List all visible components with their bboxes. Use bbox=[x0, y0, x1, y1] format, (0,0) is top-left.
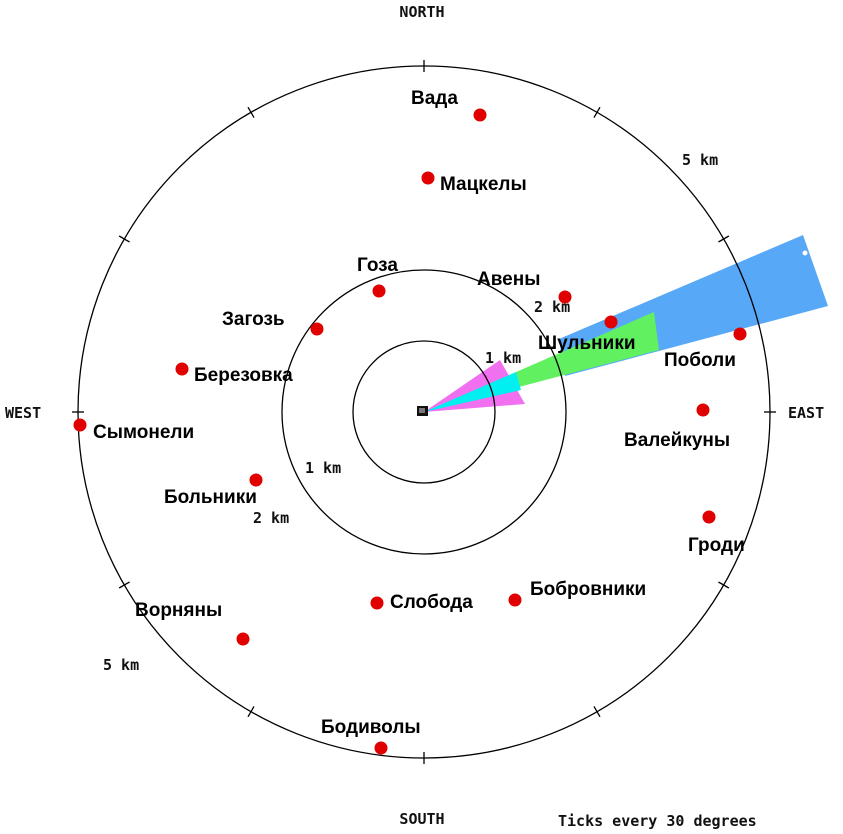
place-shulniki: Шульники bbox=[538, 315, 636, 354]
place-label: Поболи bbox=[664, 350, 736, 371]
tick-mark bbox=[718, 235, 730, 243]
place-goza: Гоза bbox=[357, 255, 398, 298]
tick-mark bbox=[247, 106, 255, 118]
place-marker bbox=[702, 510, 716, 524]
place-label: Вада bbox=[411, 88, 458, 109]
place-marker bbox=[249, 473, 263, 487]
place-marker bbox=[73, 418, 87, 432]
ring-label-2km-ne: 2 km bbox=[534, 298, 570, 316]
wedge-near-cyan bbox=[424, 372, 521, 412]
place-marker bbox=[370, 596, 384, 610]
place-label: Валейкуны bbox=[624, 430, 730, 451]
place-marker bbox=[374, 741, 388, 755]
place-symoneli: Сымонели bbox=[73, 418, 194, 443]
tick-mark bbox=[118, 581, 130, 589]
tick-spacing-note: Ticks every 30 degrees bbox=[558, 812, 757, 830]
place-label: Авены bbox=[477, 269, 540, 290]
place-sloboda: Слобода bbox=[370, 592, 473, 613]
place-marker bbox=[236, 632, 250, 646]
place-label: Березовка bbox=[194, 365, 293, 386]
place-zagoz: Загозь bbox=[222, 309, 324, 336]
place-label: Бодиволы bbox=[321, 717, 421, 738]
place-aveny: Авены bbox=[477, 269, 572, 304]
place-label: Загозь bbox=[222, 309, 285, 330]
place-marker bbox=[508, 593, 522, 607]
place-vornyany: Ворняны bbox=[135, 600, 250, 646]
compass-west: WEST bbox=[5, 404, 41, 422]
place-vada: Вада bbox=[411, 88, 487, 122]
place-marker bbox=[473, 108, 487, 122]
compass-east: EAST bbox=[788, 404, 824, 422]
ring-label-1km-ne: 1 km bbox=[485, 349, 521, 367]
place-label: Гоза bbox=[357, 255, 398, 276]
place-label: Слобода bbox=[390, 592, 473, 613]
place-matskely: Мацкелы bbox=[421, 171, 527, 195]
place-label: Шульники bbox=[538, 333, 636, 354]
tick-mark bbox=[118, 235, 130, 243]
place-label: Гроди bbox=[688, 535, 745, 556]
place-label: Мацкелы bbox=[440, 174, 527, 195]
place-marker bbox=[310, 322, 324, 336]
place-valeikuny: Валейкуны bbox=[624, 403, 730, 451]
ring-label-5km-ne: 5 km bbox=[682, 151, 718, 169]
tick-mark bbox=[593, 106, 601, 118]
compass-north: NORTH bbox=[399, 3, 444, 21]
tick-mark bbox=[718, 581, 730, 589]
place-bobrovniki: Бобровники bbox=[508, 579, 646, 607]
ring-label-5km-sw: 5 km bbox=[103, 656, 139, 674]
center-marker-inner bbox=[419, 408, 425, 413]
ring-1km bbox=[352, 340, 496, 484]
place-marker bbox=[733, 327, 747, 341]
ring-label-1km-sw: 1 km bbox=[305, 459, 341, 477]
compass-south: SOUTH bbox=[399, 810, 444, 828]
ring-label-2km-sw: 2 km bbox=[253, 509, 289, 527]
place-marker bbox=[696, 403, 710, 417]
place-marker bbox=[372, 284, 386, 298]
place-label: Ворняны bbox=[135, 600, 222, 621]
tick-marks bbox=[72, 60, 776, 764]
place-marker bbox=[175, 362, 189, 376]
ring-2km bbox=[281, 269, 567, 555]
place-marker bbox=[558, 290, 572, 304]
tick-mark bbox=[593, 706, 601, 718]
place-marker bbox=[604, 315, 618, 329]
place-marker bbox=[421, 171, 435, 185]
place-poboli: Поболи bbox=[664, 327, 747, 371]
place-grodi: Гроди bbox=[688, 510, 745, 556]
place-label: Бобровники bbox=[530, 579, 646, 600]
place-label: Больники bbox=[164, 487, 257, 508]
place-label: Сымонели bbox=[93, 422, 194, 443]
place-bolniki: Больники bbox=[164, 473, 263, 508]
place-bodivoly: Бодиволы bbox=[321, 717, 421, 755]
tick-mark bbox=[247, 706, 255, 718]
wedge-tip-dot bbox=[802, 250, 808, 256]
wedge-near-magenta bbox=[424, 360, 525, 412]
direction-wedges bbox=[424, 235, 828, 412]
place-berezovka: Березовка bbox=[175, 362, 293, 386]
